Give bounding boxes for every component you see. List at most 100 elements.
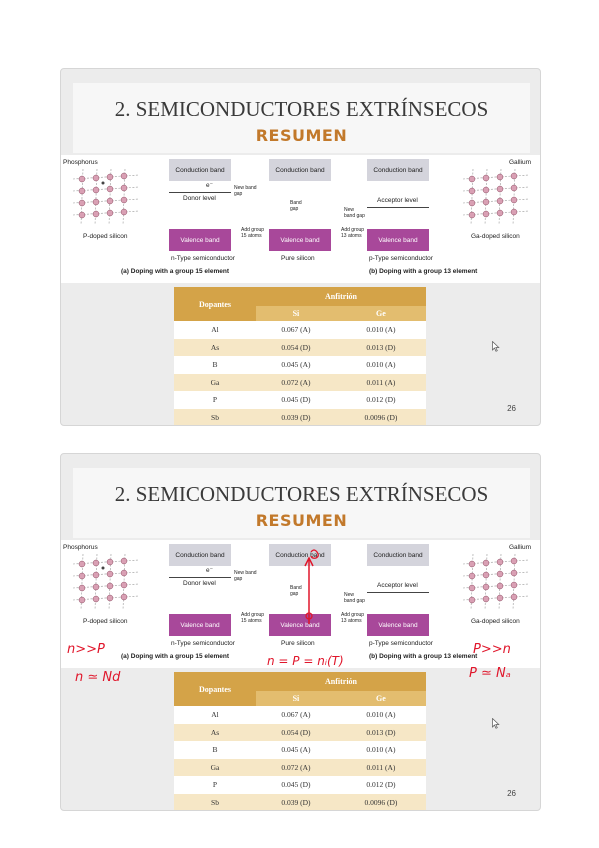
- slide-title: 2. SEMICONDUCTORES EXTRÍNSECOS: [114, 482, 489, 506]
- n-type-label: n-Type semiconductor: [171, 640, 235, 647]
- dopant-cell: As: [174, 723, 256, 741]
- conduction-band: Conduction band: [269, 544, 331, 566]
- ga-doped-lattice-diagram: [462, 553, 530, 611]
- ga-doped-lattice-diagram: [462, 168, 530, 226]
- p-doped-lattice-diagram: [72, 553, 140, 611]
- phosphorus-label: Phosphorus: [63, 544, 98, 551]
- si-cell: 0.039 (D): [256, 408, 336, 425]
- ge-cell: 0.013 (D): [335, 338, 426, 356]
- band-gap-label: Band gap: [290, 200, 302, 212]
- table-row: Al 0.067 (A) 0.010 (A): [174, 706, 426, 724]
- p-type-label: p-Type semiconductor: [369, 255, 433, 262]
- table-row: Ga 0.072 (A) 0.011 (A): [174, 373, 426, 391]
- handwritten-n-equals-p: n = P = nᵢ(T): [267, 654, 344, 668]
- dopantes-header: Dopantes: [174, 672, 256, 706]
- si-cell: 0.072 (A): [256, 373, 336, 391]
- si-cell: 0.067 (A): [256, 321, 336, 339]
- dopant-cell: B: [174, 356, 256, 374]
- table-row: Sb 0.039 (D) 0.0096 (D): [174, 793, 426, 810]
- si-cell: 0.045 (D): [256, 391, 336, 409]
- si-cell: 0.045 (A): [256, 356, 336, 374]
- table-row: P 0.045 (D) 0.012 (D): [174, 776, 426, 794]
- table-row: B 0.045 (A) 0.010 (A): [174, 356, 426, 374]
- conduction-band: Conduction band: [269, 159, 331, 181]
- valence-band: Valence band: [269, 229, 331, 251]
- p-type-label: p-Type semiconductor: [369, 640, 433, 647]
- title-box: 2. SEMICONDUCTORES EXTRÍNSECOS RESUMEN: [73, 83, 530, 153]
- slide-title: 2. SEMICONDUCTORES EXTRÍNSECOS: [114, 97, 489, 121]
- table-row: As 0.054 (D) 0.013 (D): [174, 723, 426, 741]
- handwritten-p-approx-na: P ≃ Nₐ: [469, 666, 511, 681]
- add-group-15-label: Add group 15 atoms: [241, 227, 265, 239]
- page-number: 26: [507, 404, 516, 413]
- ge-cell: 0.010 (A): [335, 356, 426, 374]
- si-cell: 0.045 (D): [256, 776, 336, 794]
- dopant-cell: P: [174, 776, 256, 794]
- mouse-pointer-icon: [492, 718, 500, 729]
- new-band-gap-label: New band gap: [234, 185, 257, 197]
- si-cell: 0.045 (A): [256, 741, 336, 759]
- ge-cell: 0.013 (D): [335, 723, 426, 741]
- dopant-cell: B: [174, 741, 256, 759]
- ga-doped-label: Ga-doped silicon: [471, 618, 520, 625]
- si-cell: 0.039 (D): [256, 793, 336, 810]
- ge-cell: 0.010 (A): [335, 706, 426, 724]
- donor-level-line: [169, 192, 231, 193]
- valence-band: Valence band: [169, 614, 231, 636]
- n-type-label: n-Type semiconductor: [171, 255, 235, 262]
- si-cell: 0.054 (D): [256, 723, 336, 741]
- doping-figure: Phosphorus P-doped silicon Conduction ba…: [61, 155, 540, 283]
- new-band-gap-label: New band gap: [344, 592, 365, 604]
- ge-header: Ge: [335, 691, 426, 706]
- page-number: 26: [507, 789, 516, 798]
- ga-doped-label: Ga-doped silicon: [471, 233, 520, 240]
- slide-1: 2. SEMICONDUCTORES EXTRÍNSECOS RESUMEN P…: [60, 68, 541, 426]
- caption-b: (b) Doping with a group 13 element: [369, 653, 478, 660]
- electron-label: e⁻: [206, 567, 214, 574]
- anfitrion-header: Anfitrión: [256, 287, 426, 307]
- handwritten-p-much-greater-n: P>>n: [473, 642, 511, 657]
- dopant-cell: Al: [174, 321, 256, 339]
- title-box: 2. SEMICONDUCTORES EXTRÍNSECOS RESUMEN: [73, 468, 530, 538]
- dopant-energy-table: Dopantes Anfitrión Si Ge Al 0.067 (A) 0.…: [174, 287, 426, 425]
- ge-cell: 0.010 (A): [335, 741, 426, 759]
- conduction-band: Conduction band: [367, 544, 429, 566]
- si-cell: 0.072 (A): [256, 758, 336, 776]
- dopant-cell: As: [174, 338, 256, 356]
- gallium-label: Gallium: [509, 544, 532, 551]
- si-header: Si: [256, 691, 336, 706]
- band-gap-label: Band gap: [290, 585, 302, 597]
- table-row: Ga 0.072 (A) 0.011 (A): [174, 758, 426, 776]
- add-group-13-label: Add group 13 atoms: [341, 227, 365, 239]
- ge-cell: 0.012 (D): [335, 776, 426, 794]
- ge-cell: 0.011 (A): [335, 373, 426, 391]
- handwritten-arrow-sketch: [304, 549, 319, 624]
- slide-2: 2. SEMICONDUCTORES EXTRÍNSECOS RESUMEN P…: [60, 453, 541, 811]
- slide-subtitle: RESUMEN: [255, 511, 348, 530]
- caption-a: (a) Doping with a group 15 element: [121, 268, 229, 275]
- donor-level-label: Donor level: [183, 195, 216, 202]
- slide-subtitle: RESUMEN: [255, 126, 348, 145]
- anfitrion-header: Anfitrión: [256, 672, 426, 692]
- dopantes-header: Dopantes: [174, 287, 256, 321]
- ge-cell: 0.010 (A): [335, 321, 426, 339]
- acceptor-level-label: Acceptor level: [377, 582, 418, 589]
- electron-label: e⁻: [206, 182, 214, 189]
- si-cell: 0.054 (D): [256, 338, 336, 356]
- new-band-gap-label: New band gap: [344, 207, 365, 219]
- valence-band: Valence band: [367, 614, 429, 636]
- add-group-13-label: Add group 13 atoms: [341, 612, 365, 624]
- conduction-band: Conduction band: [169, 544, 231, 566]
- dopant-energy-table: Dopantes Anfitrión Si Ge Al 0.067 (A) 0.…: [174, 672, 426, 810]
- acceptor-level-line: [367, 592, 429, 593]
- ge-cell: 0.0096 (D): [335, 408, 426, 425]
- ge-cell: 0.011 (A): [335, 758, 426, 776]
- gallium-label: Gallium: [509, 159, 532, 166]
- phosphorus-label: Phosphorus: [63, 159, 98, 166]
- table-row: Al 0.067 (A) 0.010 (A): [174, 321, 426, 339]
- table-row: B 0.045 (A) 0.010 (A): [174, 741, 426, 759]
- table-row: As 0.054 (D) 0.013 (D): [174, 338, 426, 356]
- si-header: Si: [256, 306, 336, 321]
- p-doped-label: P-doped silicon: [83, 233, 128, 240]
- donor-level-label: Donor level: [183, 580, 216, 587]
